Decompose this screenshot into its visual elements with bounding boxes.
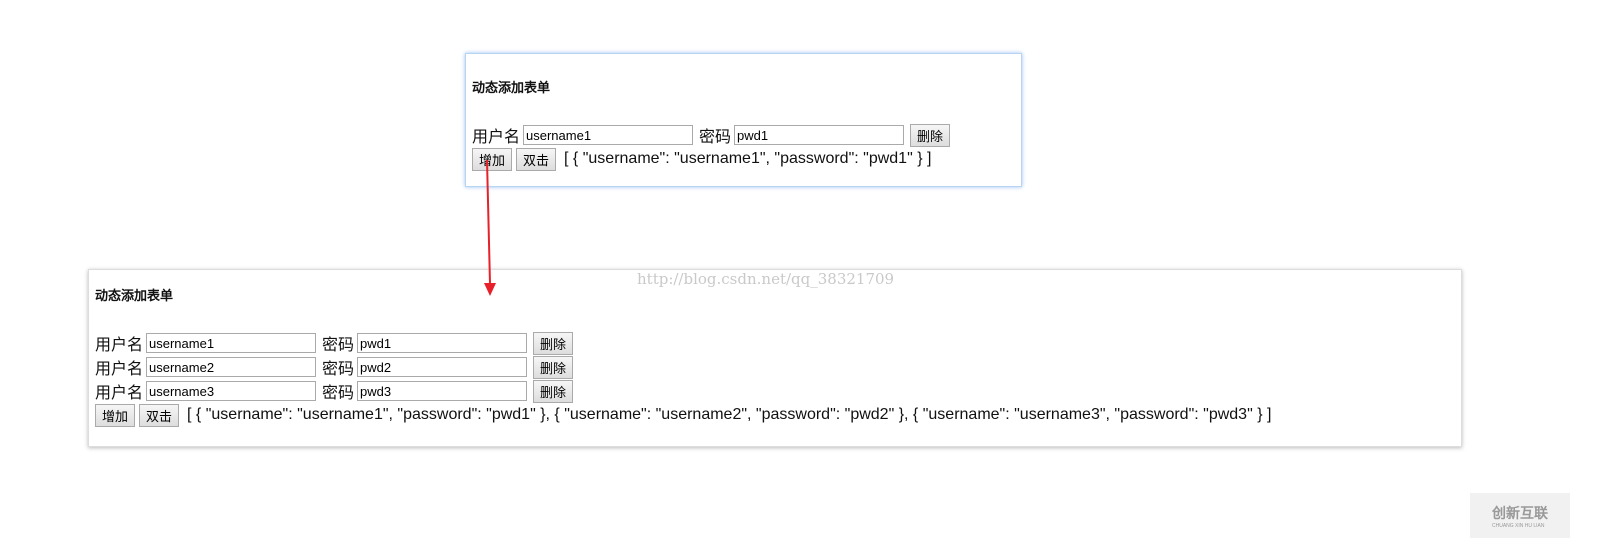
username-input[interactable] [523,125,694,145]
username-input[interactable] [146,381,317,401]
delete-button[interactable]: 删除 [910,123,951,147]
logo-name: 创新互联 [1492,504,1548,521]
watermark: http://blog.csdn.net/qq_38321709 [637,270,895,288]
username-label: 用户名 [95,337,144,354]
password-label: 密码 [322,361,355,378]
username-label: 用户名 [472,129,521,146]
password-label: 密码 [322,337,355,354]
password-input[interactable] [357,333,528,353]
username-input[interactable] [146,333,317,353]
password-input[interactable] [357,381,528,401]
delete-button[interactable]: 删除 [533,355,574,379]
form-title: 动态添加表单 [95,288,174,303]
form-row: 用户名 密码 删除 [472,123,1015,147]
delete-button[interactable]: 删除 [533,331,574,355]
password-label: 密码 [322,385,355,402]
form-row: 用户名 密码 删除 [95,355,1455,379]
form-title: 动态添加表单 [472,80,551,95]
username-label: 用户名 [95,361,144,378]
dblclick-button[interactable]: 双击 [516,147,557,171]
username-label: 用户名 [95,385,144,402]
logo-sub: CHUANG XIN HU LIAN [1492,522,1545,529]
dblclick-button[interactable]: 双击 [139,403,180,427]
form-row: 用户名 密码 删除 [95,379,1455,403]
password-label: 密码 [699,129,732,146]
json-output: [ { "username": "username1", "password":… [187,406,1272,423]
password-input[interactable] [357,357,528,377]
delete-button[interactable]: 删除 [533,379,574,403]
password-input[interactable] [734,125,905,145]
form-panel-after: 动态添加表单 用户名 密码 删除 用户名 密码 删除 用户名 密码 删除 增加 … [88,269,1462,447]
json-output: [ { "username": "username1", "password":… [564,150,932,167]
actions-row: 增加 双击 [ { "username": "username1", "pass… [95,403,1455,427]
username-input[interactable] [146,357,317,377]
form-row: 用户名 密码 删除 [95,331,1455,355]
add-button[interactable]: 增加 [472,147,513,171]
form-panel-before: 动态添加表单 用户名 密码 删除 增加 双击 [ { "username": "… [465,53,1022,187]
add-button[interactable]: 增加 [95,403,136,427]
actions-row: 增加 双击 [ { "username": "username1", "pass… [472,147,1015,171]
